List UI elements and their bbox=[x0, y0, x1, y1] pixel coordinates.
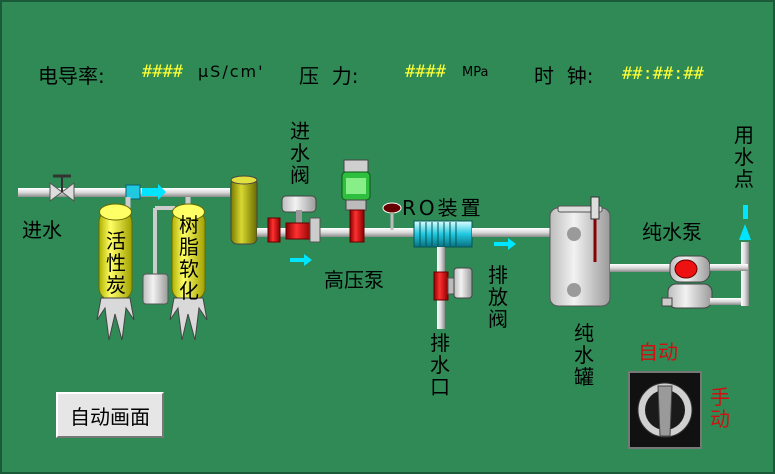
auto-screen-button[interactable]: 自动画面 bbox=[56, 392, 164, 438]
clock-value: ##:##:## bbox=[622, 64, 704, 84]
tank-outlet-pipe bbox=[610, 264, 680, 272]
pure-water-tank bbox=[549, 196, 611, 307]
inlet-label: 进水 bbox=[22, 218, 62, 242]
inlet-hand-valve bbox=[49, 174, 75, 202]
conductivity-value: #### bbox=[142, 62, 183, 82]
riser-pipe bbox=[741, 242, 749, 306]
permeate-pipe bbox=[472, 228, 552, 237]
drain-outlet-label: 排水口 bbox=[430, 331, 450, 399]
pressure-gauge bbox=[382, 202, 402, 230]
carbon-filter-tank bbox=[96, 197, 135, 341]
pressure-value: #### bbox=[405, 62, 446, 82]
drain-valve-label: 排放阀 bbox=[488, 263, 508, 331]
pure-water-pump bbox=[661, 255, 748, 309]
inlet-valve-label: 进水阀 bbox=[290, 119, 310, 187]
precision-filter bbox=[230, 177, 258, 245]
salt-tank bbox=[142, 206, 175, 305]
carbon-filter-label: 活性炭 bbox=[106, 229, 126, 297]
resin-softener-label: 树脂软化 bbox=[179, 213, 199, 303]
high-pressure-pump-label: 高压泵 bbox=[324, 268, 384, 292]
pure-pump-label: 纯水泵 bbox=[642, 220, 702, 244]
drain-valve bbox=[433, 267, 473, 301]
use-point-label: 用水点 bbox=[734, 123, 754, 191]
pressure-unit: MPa bbox=[462, 65, 489, 80]
pressure-label: 压 力: bbox=[299, 64, 359, 88]
inlet-solenoid-valve bbox=[267, 195, 321, 243]
conductivity-unit: μS/cm' bbox=[198, 62, 265, 81]
mode-selector-switch bbox=[628, 371, 702, 449]
conductivity-label: 电导率: bbox=[38, 64, 105, 88]
flow-arrow-2 bbox=[494, 238, 516, 250]
ro-device-label: RO装置 bbox=[402, 196, 484, 220]
auto-mode-label: 自动 bbox=[638, 340, 678, 364]
inlet-pipe bbox=[18, 188, 230, 197]
flow-arrow bbox=[290, 254, 312, 266]
clock-label: 时 钟: bbox=[534, 64, 594, 88]
high-pressure-pump bbox=[341, 159, 371, 243]
pure-tank-label: 纯水罐 bbox=[574, 321, 594, 389]
manual-mode-label: 手动 bbox=[710, 385, 730, 431]
check-valve bbox=[125, 184, 166, 200]
feed-pipe bbox=[257, 228, 417, 237]
use-point-arrow bbox=[739, 224, 751, 240]
resin-softener-tank bbox=[169, 197, 208, 341]
ro-membrane bbox=[413, 220, 473, 248]
